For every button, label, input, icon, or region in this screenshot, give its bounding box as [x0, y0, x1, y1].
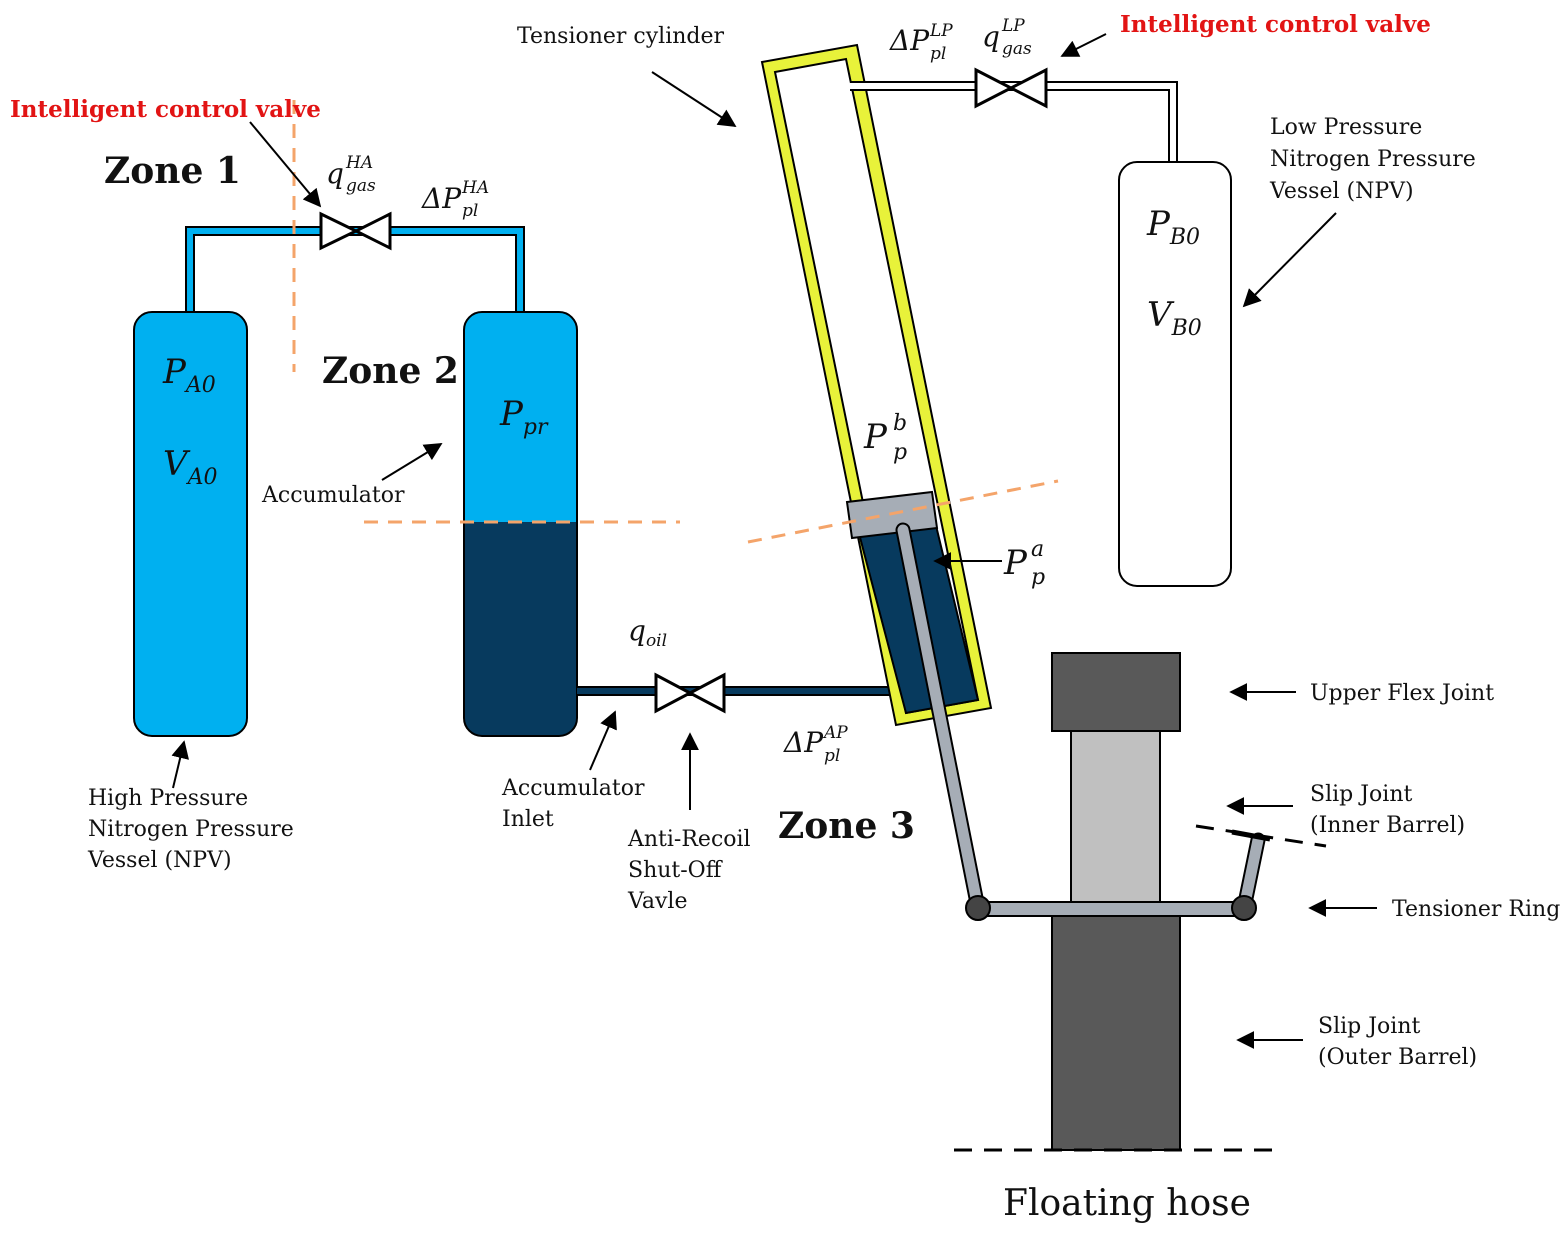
svg-text:p: p	[893, 440, 907, 465]
ha-control-valve-icon[interactable]	[319, 211, 392, 251]
svg-text:ΔP: ΔP	[421, 182, 462, 215]
svg-text:q: q	[982, 20, 1000, 53]
accumulator-inlet-label: Accumulator Inlet	[501, 776, 651, 832]
slip-joint-outer-label: Slip Joint (Outer Barrel)	[1318, 1014, 1477, 1070]
svg-text:q: q	[326, 157, 344, 190]
upper-flex-joint	[1051, 652, 1181, 732]
zone-divider-lines	[292, 100, 1059, 544]
floating-hose-label: Floating hose	[1003, 1183, 1251, 1224]
zone1-label: Zone 1	[104, 150, 241, 192]
reference-dashed-lines	[954, 824, 1327, 1152]
symbol-qgas-lp: q LP gas	[982, 16, 1032, 59]
accumulator-label: Accumulator	[261, 483, 405, 508]
upper-flex-joint-label: Upper Flex Joint	[1310, 681, 1494, 706]
anti-recoil-valve-icon[interactable]	[654, 672, 726, 714]
tensioner-cylinder-label: Tensioner cylinder	[517, 24, 725, 49]
svg-text:b: b	[893, 411, 907, 436]
svg-text:qoil: qoil	[628, 614, 667, 651]
svg-text:ΔP: ΔP	[783, 726, 824, 759]
symbol-dppl-lp: ΔP LP pl	[889, 21, 953, 64]
high-pressure-npv-label: High Pressure Nitrogen Pressure Vessel (…	[87, 786, 301, 873]
zone3-label: Zone 3	[778, 805, 915, 847]
callout-arrows	[171, 33, 1377, 1049]
tensioner-cylinder	[760, 43, 993, 727]
symbol-pa0: PA0	[162, 352, 216, 398]
svg-text:a: a	[1031, 537, 1044, 562]
slip-joint-outer-barrel	[1051, 911, 1181, 1151]
high-pressure-vessel	[133, 311, 248, 737]
intelligent-valve-right-label: Intelligent control valve	[1120, 11, 1431, 38]
tensioner-ring-label: Tensioner Ring	[1392, 897, 1560, 922]
symbol-dppl-ha: ΔP HA pl	[421, 178, 489, 221]
svg-text:gas: gas	[1002, 39, 1032, 59]
low-pressure-npv-label: Low Pressure Nitrogen Pressure Vessel (N…	[1269, 115, 1483, 204]
symbol-ppb: P b p	[863, 411, 907, 465]
lp-control-valve-icon[interactable]	[974, 67, 1048, 109]
symbol-pb0: PB0	[1146, 204, 1200, 250]
svg-text:P: P	[863, 417, 888, 457]
piston-rod	[895, 522, 986, 916]
svg-text:LP: LP	[929, 21, 953, 41]
anti-recoil-label: Anti-Recoil Shut-Off Vavle	[627, 827, 758, 914]
intelligent-valve-left-label: Intelligent control valve	[10, 96, 321, 123]
slip-joint-inner-label: Slip Joint (Inner Barrel)	[1310, 782, 1465, 838]
slip-joint-inner-barrel	[1070, 730, 1161, 913]
svg-text:HA: HA	[345, 153, 373, 173]
svg-text:AP: AP	[822, 723, 848, 743]
svg-text:ΔP: ΔP	[889, 24, 930, 57]
svg-text:P: P	[1003, 543, 1028, 583]
svg-text:gas: gas	[346, 176, 376, 196]
symbol-ppa: P a p	[1003, 537, 1045, 590]
svg-text:pl: pl	[930, 44, 946, 64]
symbol-dppl-ap: ΔP AP pl	[783, 723, 848, 766]
lp-gas-line	[850, 81, 1178, 162]
svg-text:p: p	[1031, 565, 1045, 590]
symbol-va0: VA0	[163, 444, 217, 490]
symbol-vb0: VB0	[1147, 295, 1202, 341]
zone2-label: Zone 2	[322, 350, 459, 392]
svg-text:LP: LP	[1001, 16, 1025, 36]
svg-text:pl: pl	[462, 201, 478, 221]
svg-text:HA: HA	[461, 178, 489, 198]
accumulator-vessel	[463, 311, 578, 737]
symbol-ppr: Ppr	[499, 394, 549, 440]
symbol-qgas-ha: q HA gas	[326, 153, 376, 196]
low-pressure-vessel	[1118, 161, 1232, 587]
symbol-qoil: qoil	[628, 614, 667, 651]
ha-gas-line	[185, 226, 525, 312]
svg-text:pl: pl	[824, 746, 840, 766]
